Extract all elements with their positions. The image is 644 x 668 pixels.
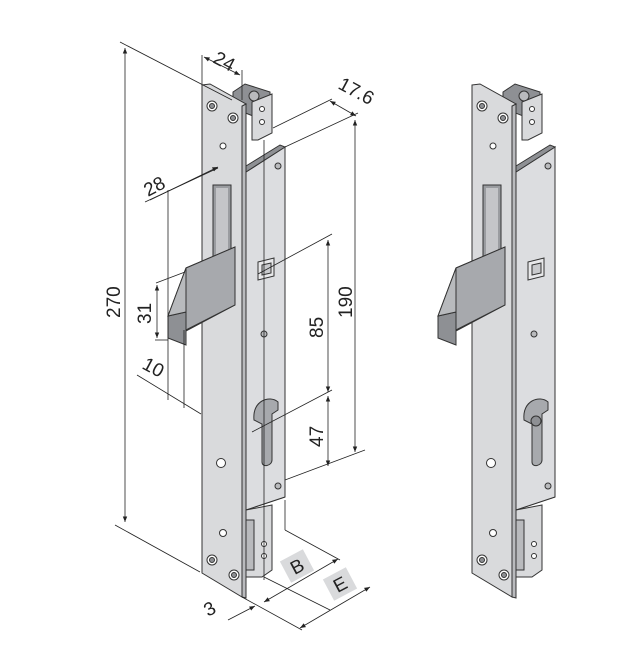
dim-label-10: 10: [139, 354, 168, 382]
dim-label-190: 190: [336, 286, 357, 318]
dim-label-28: 28: [140, 173, 169, 201]
dim-label-31: 31: [135, 303, 156, 324]
dim-badge-e: E: [322, 567, 358, 601]
cylinder-hole-round: [530, 415, 542, 427]
lock-perspective-view: [437, 83, 556, 599]
dim-label-47: 47: [307, 426, 328, 447]
lock-dimensioned-view: [167, 83, 286, 599]
dim-label-270: 270: [104, 286, 125, 318]
dimension-lines: [114, 41, 371, 631]
dim-label-3: 3: [200, 598, 219, 622]
dim-badge-b: B: [279, 549, 315, 583]
dim-label-85: 85: [307, 317, 328, 338]
dim-label-17-6: 17.6: [335, 74, 378, 110]
